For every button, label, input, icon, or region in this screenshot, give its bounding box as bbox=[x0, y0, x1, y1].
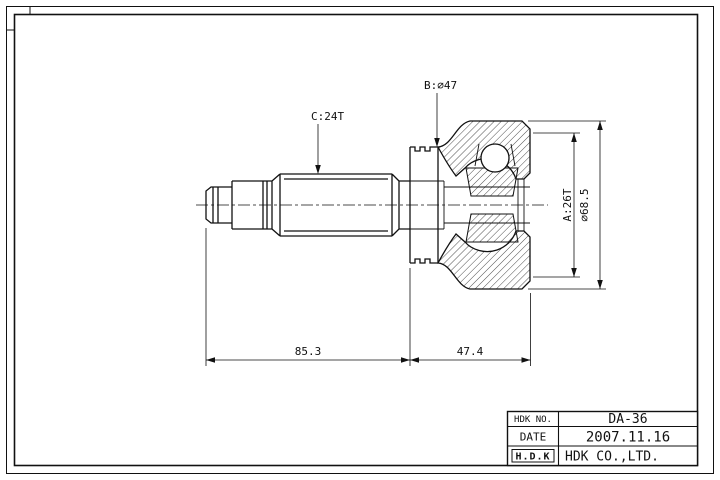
dimensions: B:∅47 C:24T A:26T ∅68.5 85.3 47.4 bbox=[205, 79, 606, 366]
cv-joint-housing bbox=[409, 120, 531, 290]
inner-border bbox=[13, 13, 699, 467]
label-outer-diameter: ∅68.5 bbox=[578, 188, 591, 221]
housing-wall-bottom-section bbox=[436, 230, 531, 290]
bearing-ball bbox=[480, 143, 510, 173]
dimension-housing-length: 47.4 bbox=[457, 345, 484, 358]
dimension-arrowheads bbox=[206, 121, 603, 363]
shaft bbox=[205, 173, 410, 237]
shaft-outline bbox=[205, 173, 410, 237]
part-number-label: HDK NO. bbox=[514, 415, 552, 425]
label-c-spline: C:24T bbox=[311, 110, 344, 123]
title-block: HDK NO. DA-36 DATE 2007.11.16 H.D.K HDK … bbox=[506, 410, 699, 467]
part-number-value: DA-36 bbox=[608, 412, 647, 427]
title-block-frame bbox=[506, 410, 699, 467]
dimension-lines bbox=[205, 93, 606, 366]
dimension-shaft-length: 85.3 bbox=[295, 345, 322, 358]
housing-outline bbox=[409, 146, 439, 264]
date-value: 2007.11.16 bbox=[586, 430, 670, 446]
housing-interior-lines bbox=[410, 143, 530, 231]
company-logo-box bbox=[511, 449, 555, 463]
date-label: DATE bbox=[520, 431, 547, 444]
inner-race-bottom-section bbox=[465, 213, 519, 243]
sheet-border bbox=[6, 6, 714, 474]
company-logo: H.D.K bbox=[515, 452, 550, 463]
title-block-grid bbox=[507, 411, 698, 466]
outer-border bbox=[6, 6, 714, 474]
label-b-diameter: B:∅47 bbox=[424, 79, 457, 92]
company-name: HDK CO.,LTD. bbox=[565, 450, 659, 465]
label-a-spline: A:26T bbox=[561, 188, 574, 221]
border-tick-marks bbox=[6, 6, 31, 31]
